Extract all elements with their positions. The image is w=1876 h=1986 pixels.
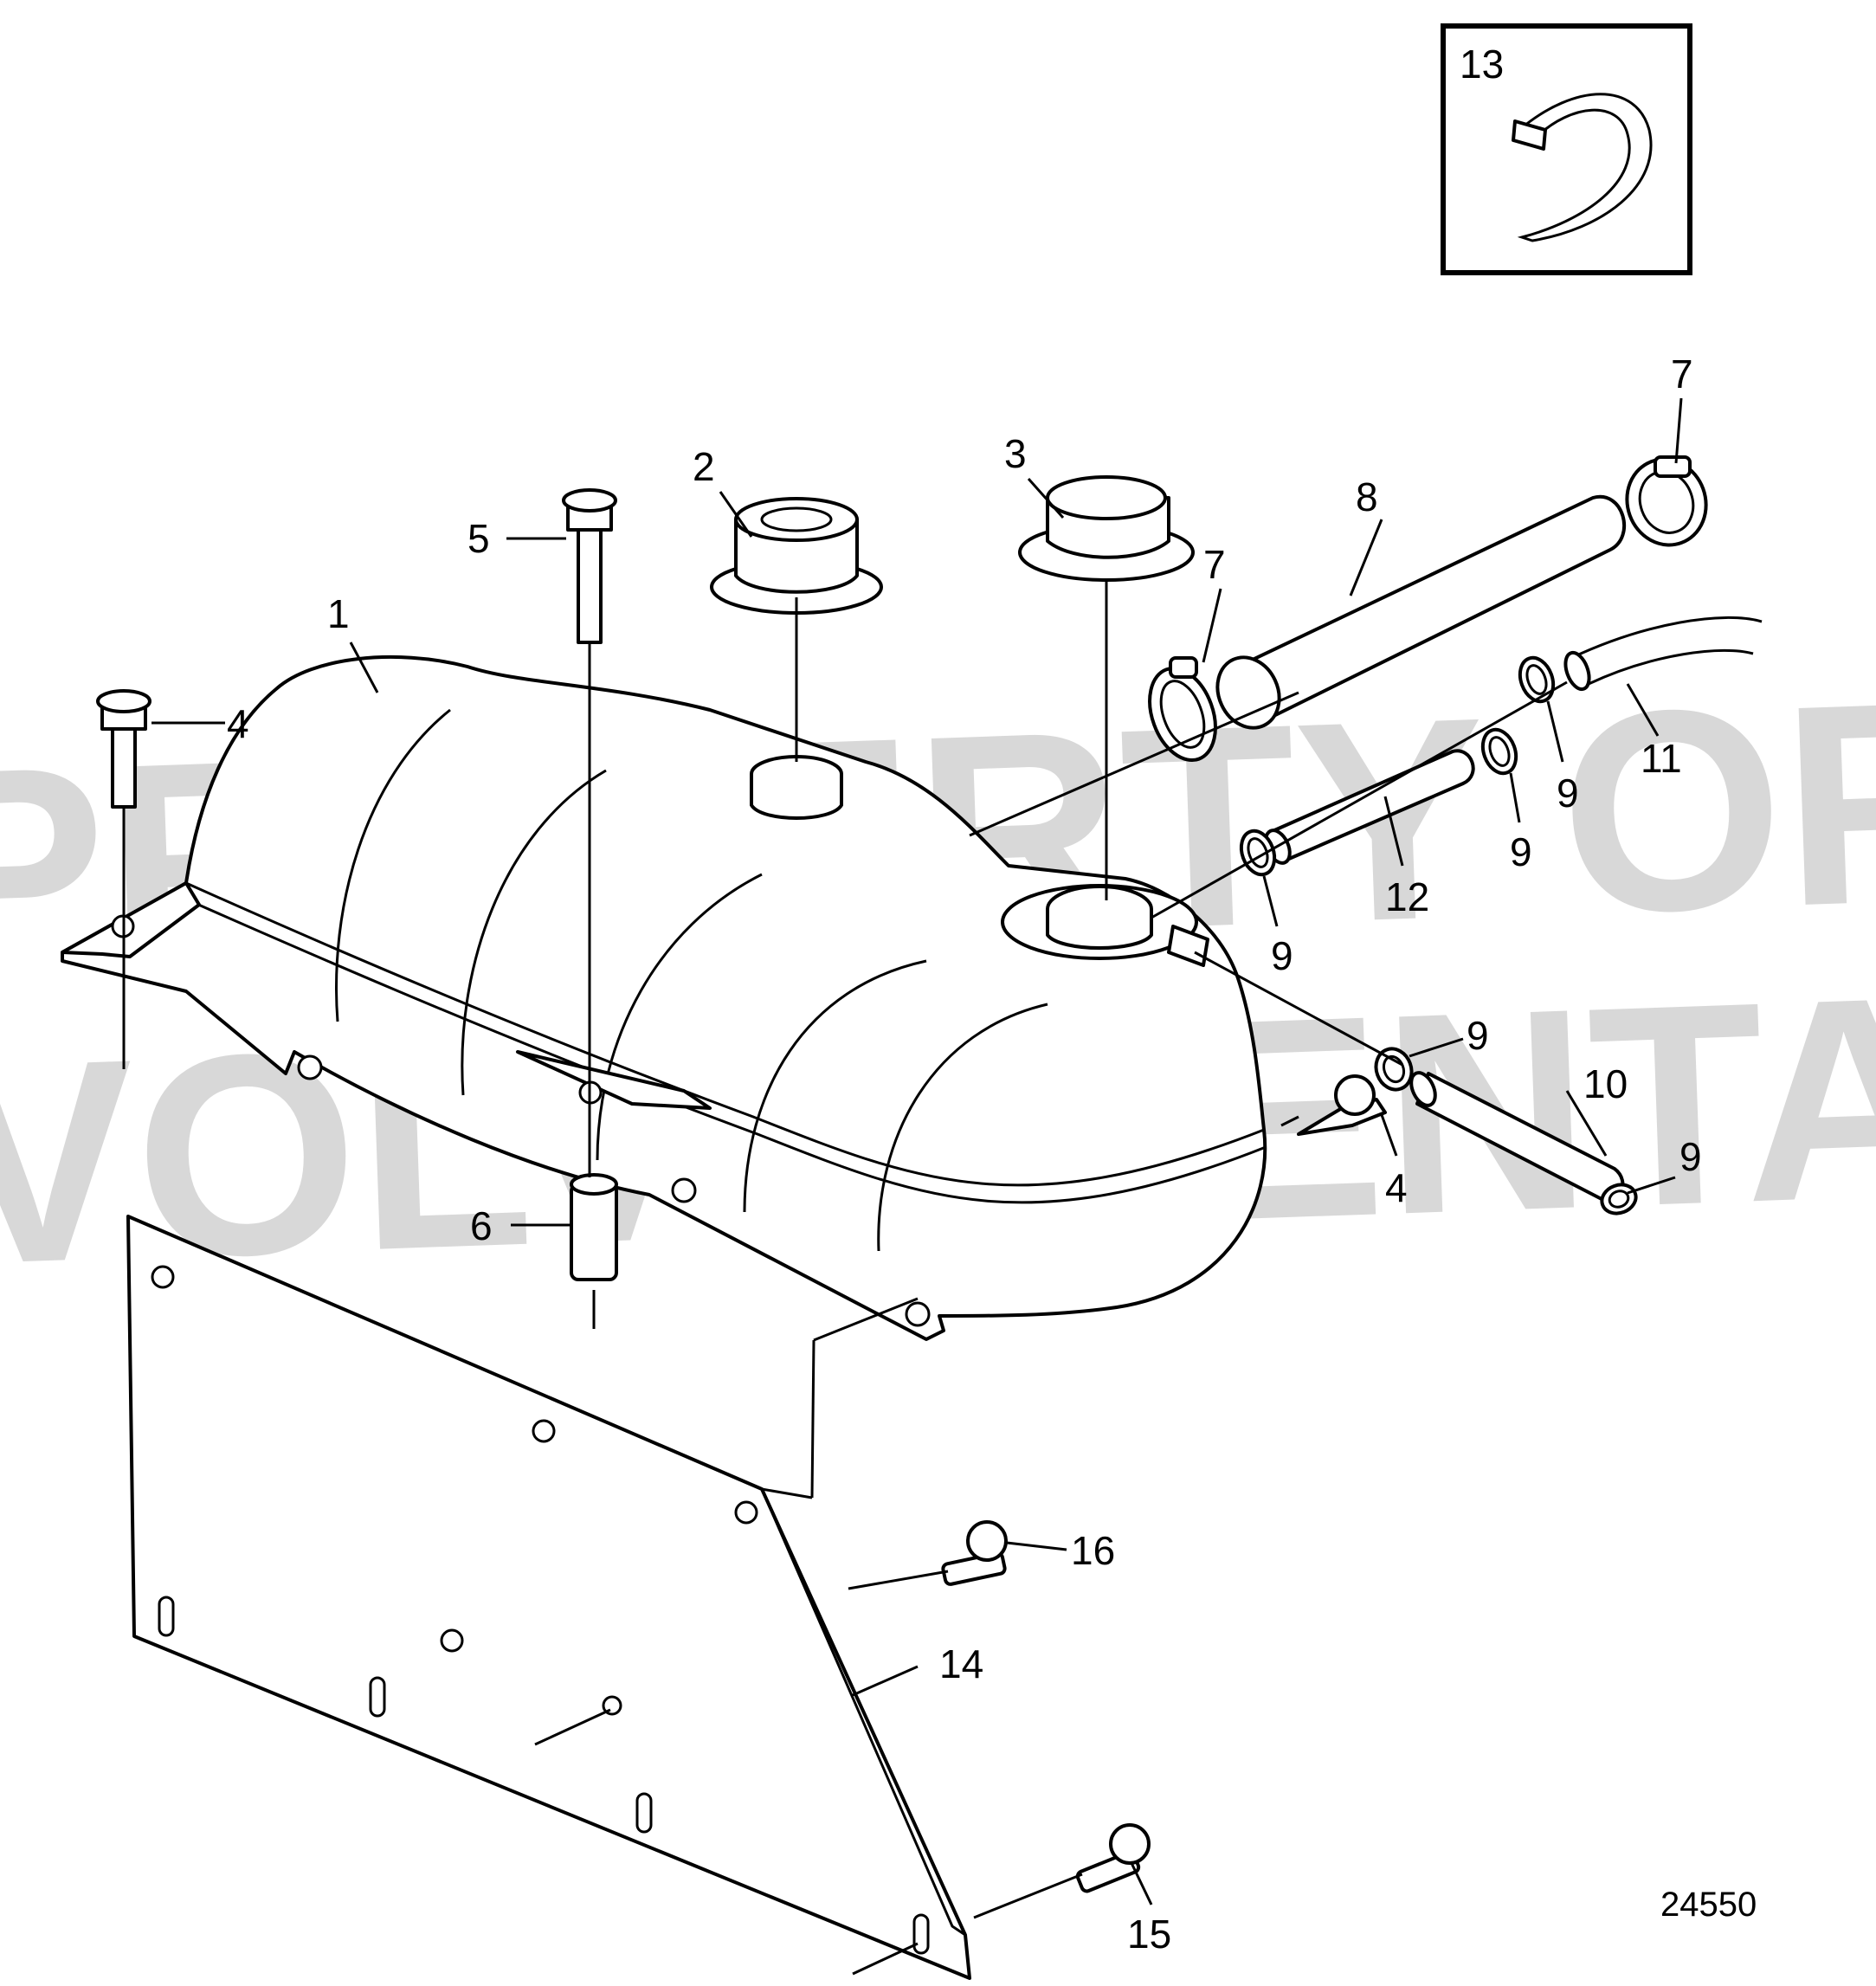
hose-large — [1215, 494, 1626, 730]
callout-6: 6 — [470, 1203, 493, 1248]
bolt-16 — [941, 1520, 1008, 1586]
callout-4-right: 4 — [1385, 1165, 1408, 1210]
callout-12: 12 — [1385, 874, 1429, 919]
callout-9-b: 9 — [1510, 829, 1532, 874]
callout-10: 10 — [1583, 1061, 1628, 1106]
callout-11: 11 — [1641, 736, 1682, 781]
clamp-9-b — [1480, 727, 1518, 776]
callout-5: 5 — [467, 516, 490, 561]
callout-9-e: 9 — [1679, 1134, 1702, 1179]
callout-16: 16 — [1071, 1528, 1115, 1573]
clamp-9-e — [1600, 1183, 1638, 1215]
spacer — [570, 1173, 618, 1281]
cable-tie-icon — [1512, 93, 1653, 242]
clamp-9-d — [1374, 1047, 1414, 1092]
assembly-lines — [122, 580, 1568, 1976]
hose-clamp-right — [1625, 455, 1708, 547]
pressure-cap — [1018, 475, 1195, 582]
callout-2: 2 — [693, 444, 715, 489]
callout-8: 8 — [1356, 474, 1378, 519]
clamp-9-a — [1518, 655, 1556, 704]
callout-4-left: 4 — [227, 701, 249, 746]
inset-box — [1441, 23, 1692, 275]
bolt-5 — [562, 488, 617, 644]
callout-9-c: 9 — [1271, 933, 1293, 978]
callout-7-right: 7 — [1671, 351, 1693, 397]
callout-3: 3 — [1004, 431, 1027, 476]
filler-cap — [710, 497, 883, 615]
bolt-15 — [1075, 1823, 1151, 1893]
callout-13: 13 — [1460, 42, 1504, 87]
bolt-4-right — [1297, 1074, 1387, 1136]
leader-lines — [151, 397, 1683, 1905]
callout-9-a: 9 — [1557, 771, 1579, 816]
callout-15: 15 — [1127, 1912, 1171, 1957]
callout-9-d: 9 — [1467, 1013, 1489, 1058]
hose-overflow — [1563, 616, 1763, 692]
mounting-bracket — [126, 1215, 971, 1980]
callout-7-left: 7 — [1203, 542, 1226, 587]
callout-labels: 13 1 2 3 4 4 5 6 7 7 8 9 9 9 9 9 10 11 1… — [227, 42, 1702, 1957]
callout-14: 14 — [939, 1641, 983, 1686]
bolt-4-left — [96, 689, 151, 809]
callout-1: 1 — [327, 591, 350, 636]
figure-number: 24550 — [1660, 1886, 1757, 1924]
